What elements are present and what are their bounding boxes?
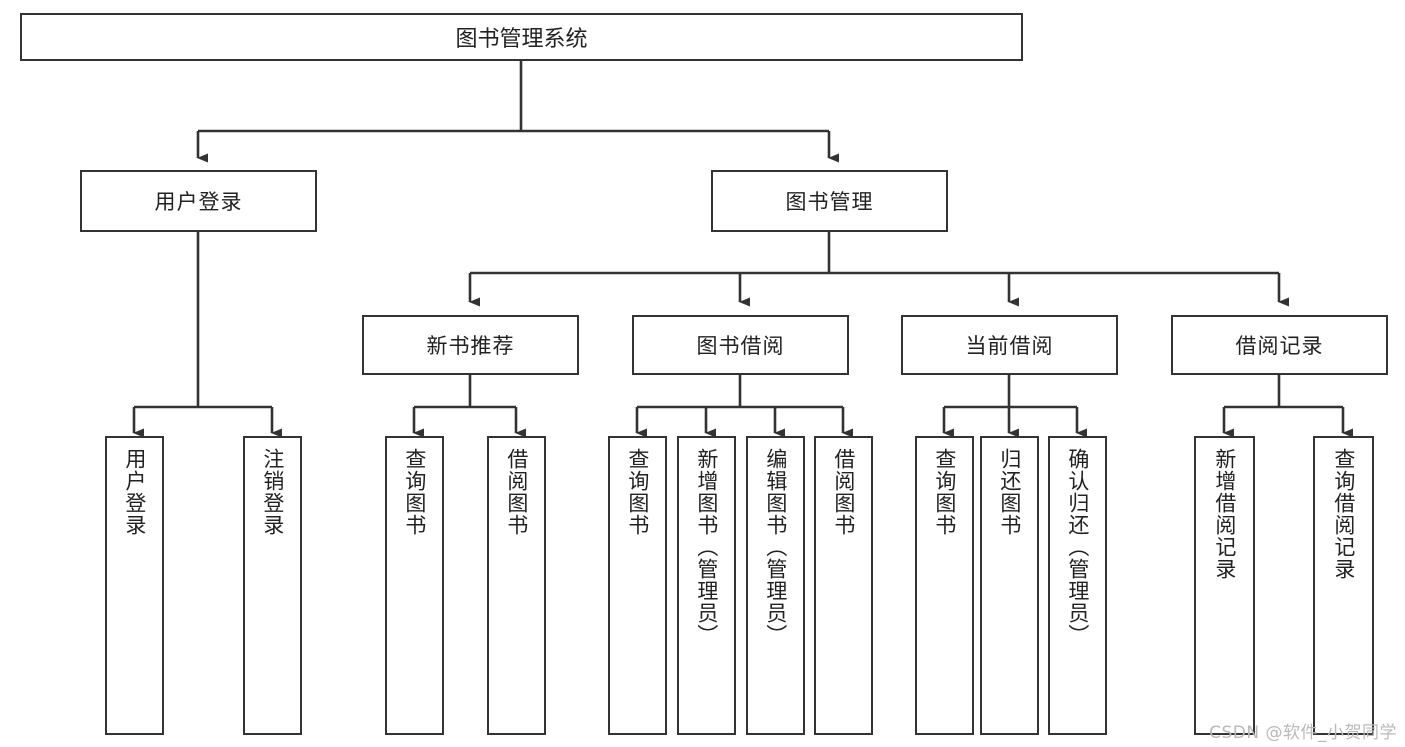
- leaf-label: 借阅图书: [504, 448, 529, 536]
- leaf-label: 用户登录: [122, 448, 147, 536]
- node-borrow-record[interactable]: 借阅记录: [1171, 315, 1388, 375]
- leaf-label: 新增借阅记录: [1212, 448, 1237, 580]
- leaf-label: 查询借阅记录: [1331, 448, 1356, 580]
- node-root[interactable]: 图书管理系统: [20, 13, 1023, 61]
- leaf-label: 查询图书: [402, 448, 427, 536]
- leaf-label: 查询图书: [625, 448, 650, 536]
- leaf-current-return-book[interactable]: 归还图书: [980, 436, 1039, 735]
- leaf-borrow-borrow-book[interactable]: 借阅图书: [814, 436, 873, 735]
- watermark: CSDN @软件_小贺同学: [1209, 723, 1397, 743]
- node-book-borrow-label: 图书借阅: [696, 334, 785, 358]
- node-borrow-record-label: 借阅记录: [1235, 334, 1324, 358]
- node-root-label: 图书管理系统: [455, 27, 588, 52]
- node-book-management[interactable]: 图书管理: [711, 170, 948, 232]
- leaf-record-add[interactable]: 新增借阅记录: [1194, 436, 1255, 735]
- leaf-borrow-edit-book[interactable]: 编辑图书（管理员）: [746, 436, 805, 735]
- node-new-book-recommend[interactable]: 新书推荐: [362, 315, 579, 375]
- leaf-current-confirm-return[interactable]: 确认归还（管理员）: [1048, 436, 1107, 735]
- node-current-borrow[interactable]: 当前借阅: [901, 315, 1118, 375]
- node-current-borrow-label: 当前借阅: [965, 334, 1054, 358]
- node-book-management-label: 图书管理: [785, 190, 874, 214]
- leaf-record-query[interactable]: 查询借阅记录: [1313, 436, 1374, 735]
- leaf-label: 新增图书（管理员）: [694, 448, 719, 646]
- node-new-book-recommend-label: 新书推荐: [426, 334, 515, 358]
- leaf-label: 借阅图书: [831, 448, 856, 536]
- leaf-user-login-logout[interactable]: 注销登录: [243, 436, 302, 735]
- leaf-label: 查询图书: [932, 448, 957, 536]
- leaf-borrow-add-book[interactable]: 新增图书（管理员）: [677, 436, 736, 735]
- leaf-label: 确认归还（管理员）: [1065, 448, 1090, 646]
- node-user-login[interactable]: 用户登录: [80, 170, 317, 232]
- leaf-label: 编辑图书（管理员）: [763, 448, 788, 646]
- leaf-current-query-book[interactable]: 查询图书: [915, 436, 974, 735]
- node-user-login-label: 用户登录: [154, 190, 243, 214]
- leaf-label: 归还图书: [997, 448, 1022, 536]
- leaf-new-book-query[interactable]: 查询图书: [385, 436, 444, 735]
- leaf-user-login-login[interactable]: 用户登录: [105, 436, 164, 735]
- node-book-borrow[interactable]: 图书借阅: [632, 315, 849, 375]
- leaf-borrow-query-book[interactable]: 查询图书: [608, 436, 667, 735]
- leaf-new-book-borrow[interactable]: 借阅图书: [487, 436, 546, 735]
- leaf-label: 注销登录: [260, 448, 285, 536]
